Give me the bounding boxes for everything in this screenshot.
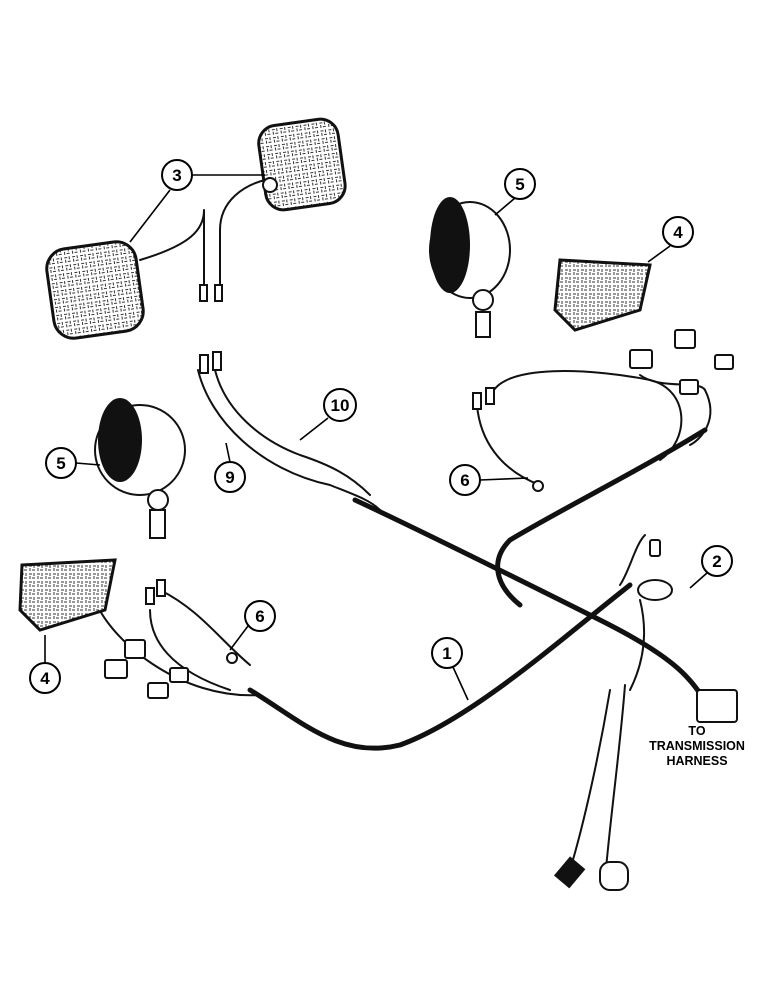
work-lamp-upper bbox=[429, 197, 511, 338]
callouts: 3 5 4 10 9 5 bbox=[29, 159, 733, 701]
svg-text:2: 2 bbox=[712, 552, 721, 571]
branch-wires bbox=[94, 179, 712, 697]
callout-2: 2 bbox=[689, 545, 733, 589]
svg-text:5: 5 bbox=[515, 175, 524, 194]
svg-text:3: 3 bbox=[172, 166, 181, 185]
callout-5-upper: 5 bbox=[494, 168, 536, 216]
callout-9: 9 bbox=[214, 442, 246, 493]
ground-terminals bbox=[226, 480, 544, 664]
svg-text:6: 6 bbox=[460, 471, 469, 490]
callout-1: 1 bbox=[431, 637, 469, 701]
svg-text:4: 4 bbox=[673, 223, 683, 242]
svg-text:TO: TO bbox=[688, 724, 705, 738]
connectors bbox=[104, 284, 738, 723]
callout-10: 10 bbox=[299, 388, 357, 441]
callout-6-upper: 6 bbox=[449, 464, 529, 496]
svg-text:1: 1 bbox=[442, 644, 451, 663]
callout-5-lower: 5 bbox=[45, 447, 101, 479]
svg-text:4: 4 bbox=[40, 669, 50, 688]
svg-text:TRANSMISSION: TRANSMISSION bbox=[649, 739, 745, 753]
flood-lamp-right bbox=[257, 117, 347, 212]
svg-text:9: 9 bbox=[225, 468, 234, 487]
callout-4-lower: 4 bbox=[29, 635, 61, 694]
flood-lamp-left bbox=[45, 240, 145, 340]
tail-lamp-lower bbox=[18, 558, 117, 632]
svg-text:5: 5 bbox=[56, 454, 65, 473]
svg-text:6: 6 bbox=[255, 607, 264, 626]
callout-4-upper: 4 bbox=[647, 216, 694, 263]
tail-lamp-upper bbox=[553, 258, 652, 332]
transmission-harness-note: TO TRANSMISSION HARNESS bbox=[649, 724, 745, 768]
svg-text:HARNESS: HARNESS bbox=[666, 754, 727, 768]
callout-3: 3 bbox=[129, 159, 265, 243]
callout-6-lower: 6 bbox=[229, 600, 276, 651]
svg-text:10: 10 bbox=[331, 396, 350, 415]
work-lamp-lower bbox=[94, 398, 186, 539]
main-harness bbox=[247, 427, 708, 751]
fuel-sender bbox=[553, 579, 673, 891]
